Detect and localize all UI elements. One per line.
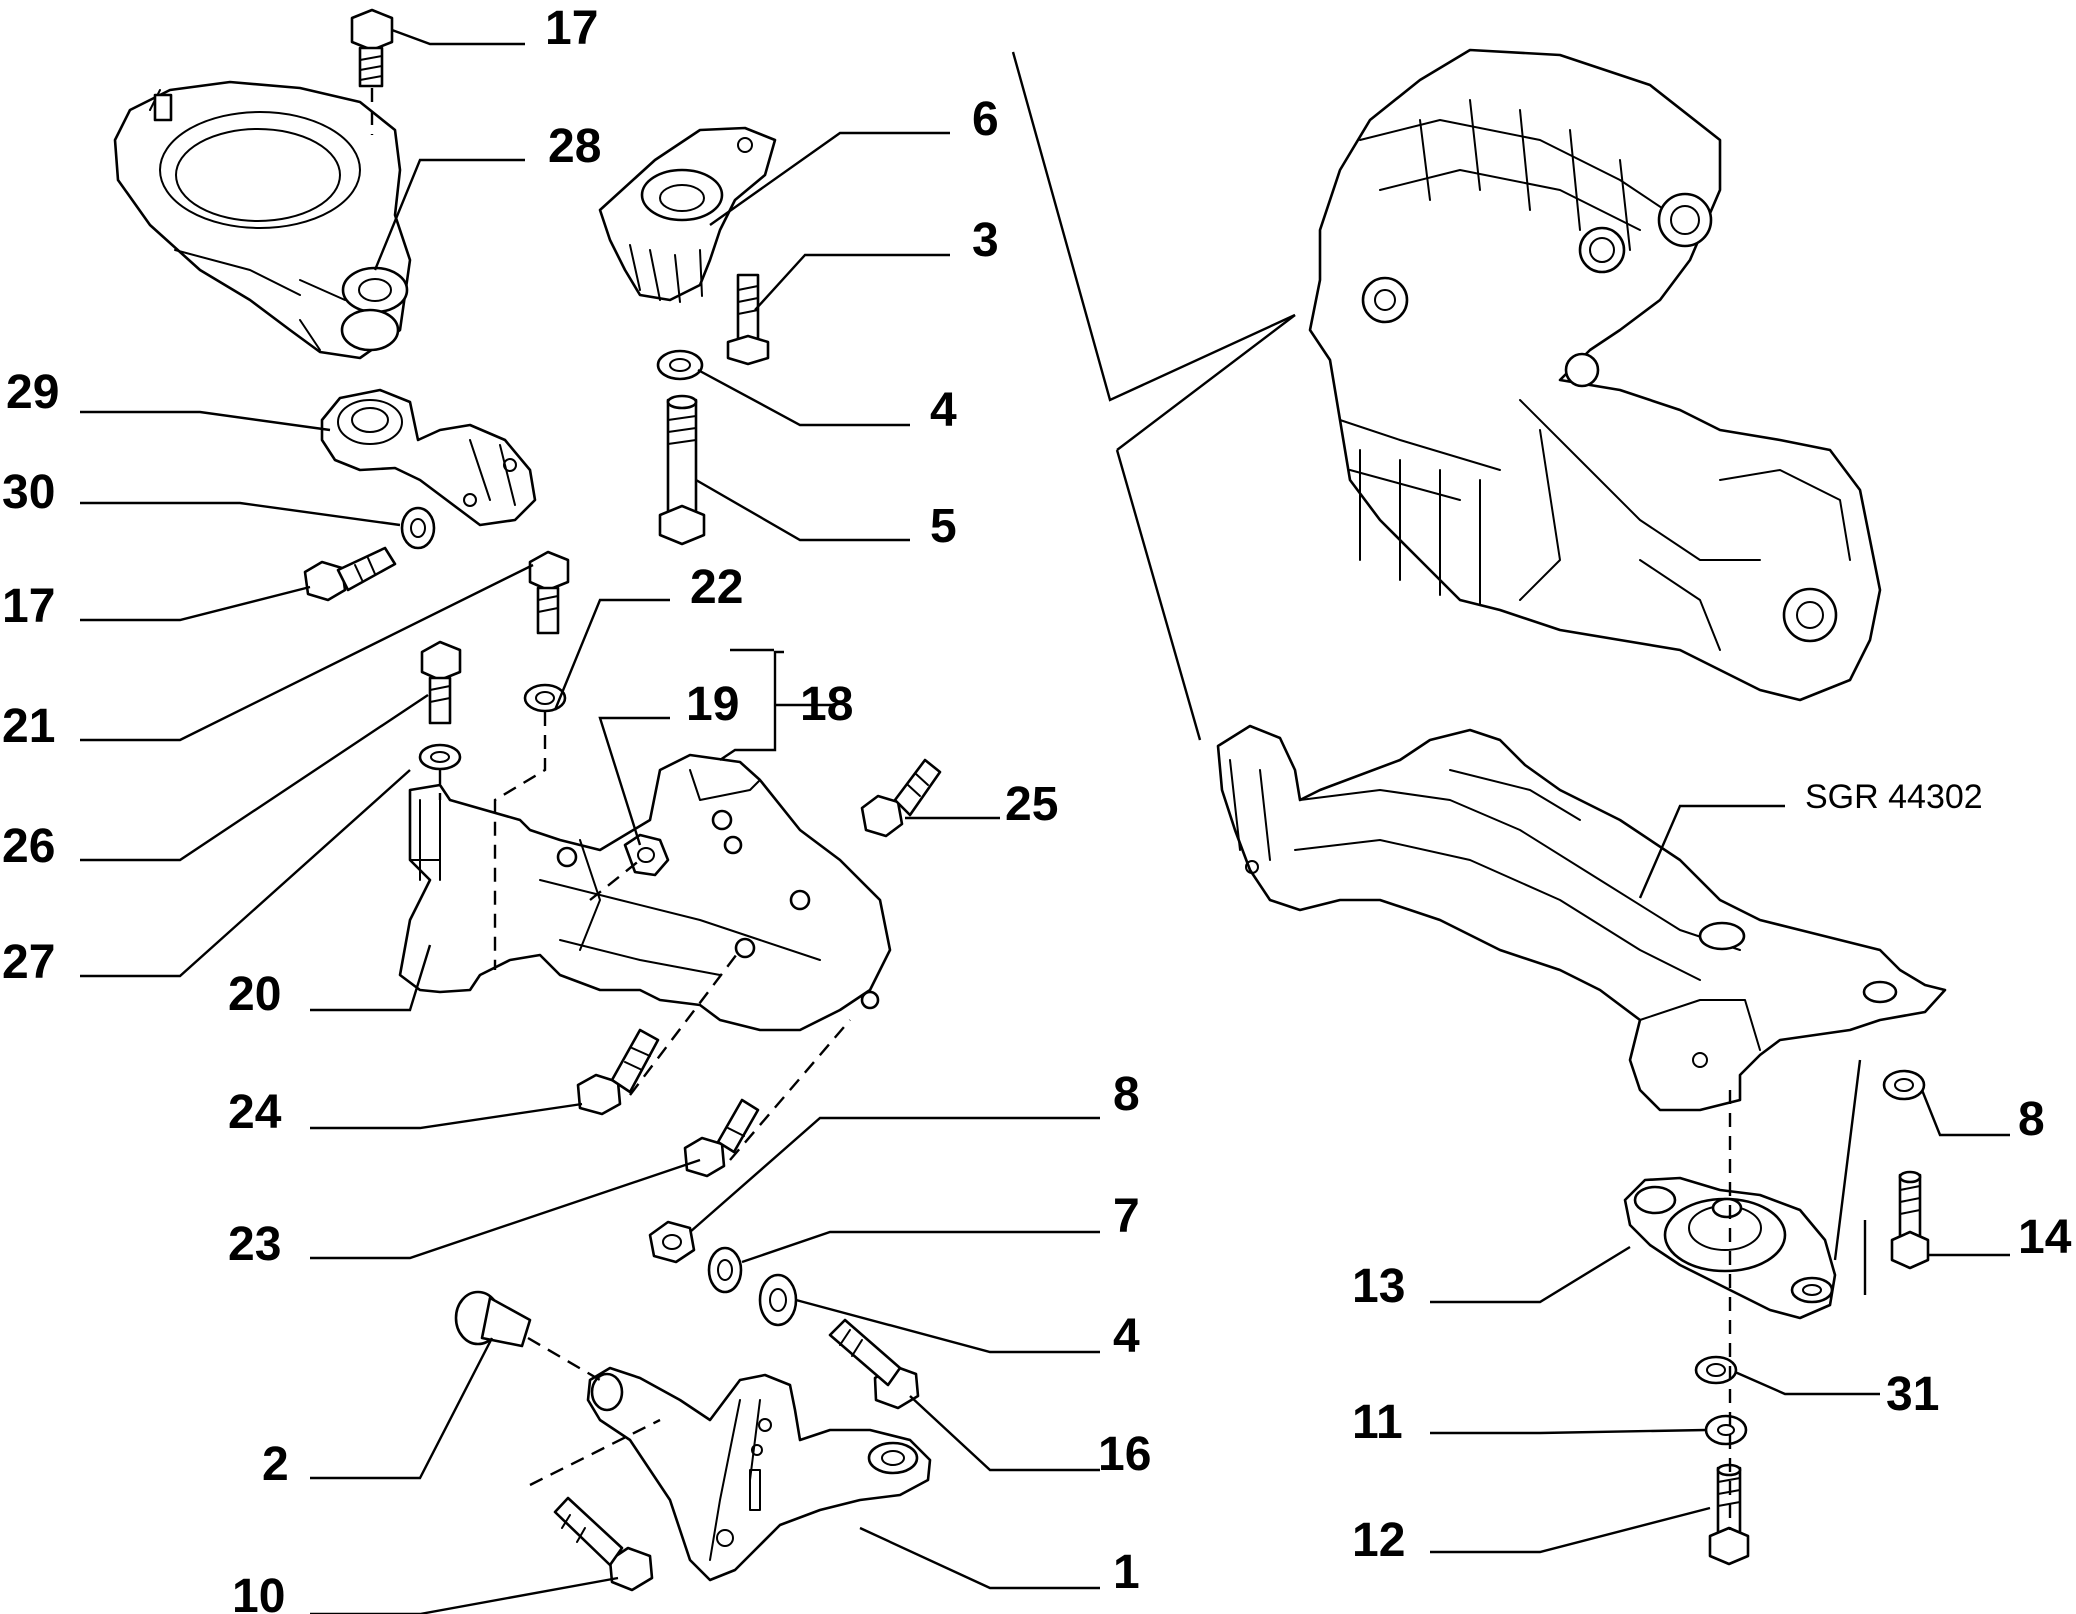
callout-17-middle: 17 <box>2 580 55 633</box>
callout-2: 2 <box>262 1438 289 1491</box>
callout-25: 25 <box>1005 778 1058 831</box>
bolt-5 <box>658 394 706 546</box>
bolt-17-top <box>350 8 394 88</box>
bolt-23 <box>683 1098 760 1178</box>
callout-13: 13 <box>1352 1260 1405 1313</box>
washer-31 <box>1694 1355 1738 1385</box>
washer-4-lower <box>758 1273 798 1327</box>
mount-13 <box>1623 1176 1837 1320</box>
bolt-16 <box>828 1318 920 1410</box>
bolt-12 <box>1708 1463 1750 1566</box>
callout-7: 7 <box>1113 1190 1140 1243</box>
bolt-25 <box>860 758 942 838</box>
callout-24: 24 <box>228 1086 282 1139</box>
callout-3: 3 <box>972 214 999 267</box>
bracket-28 <box>113 80 412 360</box>
mount-6 <box>598 126 777 303</box>
reference-code: SGR 44302 <box>1805 778 1983 816</box>
callout-19: 19 <box>686 678 739 731</box>
bolt-3 <box>726 273 770 366</box>
mount-29 <box>320 388 537 527</box>
callout-12: 12 <box>1352 1514 1405 1567</box>
washer-4-upper <box>656 349 704 381</box>
bolt-14 <box>1890 1170 1930 1270</box>
leader-lines <box>80 28 2010 1614</box>
callout-30: 30 <box>2 466 55 519</box>
nut-8-left <box>648 1220 696 1264</box>
nut-19 <box>623 833 670 877</box>
assembly-dashed-lines <box>370 88 1732 1530</box>
engine-gearbox-assembly <box>1308 48 1882 702</box>
callout-31: 31 <box>1886 1368 1939 1421</box>
callout-8-left: 8 <box>1113 1068 1140 1121</box>
callout-1: 1 <box>1113 1546 1140 1599</box>
callout-28: 28 <box>548 120 601 173</box>
bracket-1 <box>586 1366 932 1582</box>
callout-16: 16 <box>1098 1428 1151 1481</box>
bolt-26 <box>420 640 462 725</box>
callout-21: 21 <box>2 700 55 753</box>
callout-18: 18 <box>800 678 853 731</box>
washer-7 <box>707 1246 743 1294</box>
bolt-10 <box>553 1496 654 1592</box>
bolt-17-middle <box>303 546 397 602</box>
bolt-21 <box>528 550 570 635</box>
washer-8-right <box>1882 1069 1926 1101</box>
callout-29: 29 <box>6 366 59 419</box>
callout-22: 22 <box>690 561 743 614</box>
callout-27: 27 <box>2 936 55 989</box>
callout-8-right: 8 <box>2018 1093 2045 1146</box>
callout-5: 5 <box>930 500 957 553</box>
bolt-24 <box>576 1028 660 1116</box>
group-lines <box>719 51 1867 1295</box>
callout-11: 11 <box>1352 1396 1403 1449</box>
callout-10: 10 <box>232 1570 285 1614</box>
callout-17-top: 17 <box>545 2 598 55</box>
callout-20: 20 <box>228 968 281 1021</box>
bolt-2 <box>454 1290 532 1348</box>
callout-26: 26 <box>2 820 55 873</box>
callout-4-lower: 4 <box>1113 1310 1140 1363</box>
washer-22 <box>523 683 567 713</box>
subframe-crossmember <box>1216 724 1947 1112</box>
callout-23: 23 <box>228 1218 281 1271</box>
washer-27 <box>418 743 462 771</box>
washer-11 <box>1704 1414 1748 1446</box>
bracket-18 <box>398 753 892 1032</box>
callout-14: 14 <box>2018 1211 2072 1264</box>
callout-6: 6 <box>972 93 999 146</box>
washer-30 <box>400 506 436 550</box>
callout-4-upper: 4 <box>930 384 957 437</box>
